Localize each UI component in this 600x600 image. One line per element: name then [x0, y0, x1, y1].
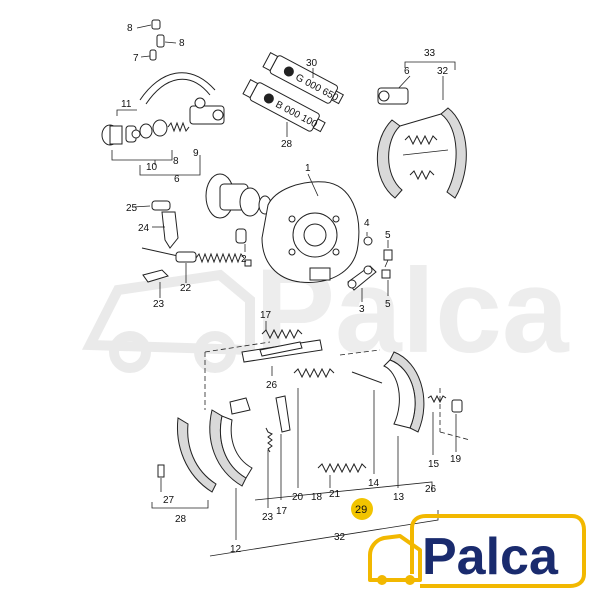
palca-logo: Palca: [368, 514, 586, 588]
highlight-marker: [351, 498, 373, 520]
highlight-label: 29: [355, 504, 367, 516]
callout-3: 3: [359, 304, 365, 315]
callout-23: 23: [153, 299, 165, 310]
brake-shoe-assembly-kit: [376, 61, 467, 199]
callout-13: 13: [393, 492, 405, 503]
callout-26-mid: 26: [266, 380, 278, 391]
callout-17-upper: 17: [260, 310, 272, 321]
watermark-car-icon: [81, 269, 255, 373]
callout-19: 20: [292, 492, 304, 503]
callout-8: 8: [173, 156, 179, 167]
callout-11: 11: [121, 99, 132, 110]
callout-32-bottom: 32: [334, 532, 346, 543]
lower-exploded-parts: [151, 321, 471, 557]
callout-31: 30: [306, 58, 318, 69]
callout-21: 21: [329, 489, 341, 500]
logo-text: Palca: [422, 528, 559, 586]
callout-12: 12: [230, 544, 242, 555]
handbrake-cable-group: [132, 200, 252, 298]
callout-5-upper: 5: [385, 230, 391, 241]
grease-tubes: G 000 650 B 000 100: [242, 52, 344, 137]
callout-labels: 8 8 7 11 10 8 9 6 30 28 33 6 32 1 25 24 …: [121, 23, 462, 555]
callout-5-lower: 5: [385, 299, 391, 310]
callout-33: 33: [424, 48, 436, 59]
highlighted-callout-29[interactable]: 29: [351, 498, 373, 520]
callout-28: 28: [175, 514, 187, 525]
callout-27: 27: [163, 495, 175, 506]
callout-26-bottom: 26: [425, 484, 437, 495]
callout-16: 17: [276, 506, 288, 517]
callout-2: 2: [241, 254, 247, 265]
callout-30: 28: [281, 139, 293, 150]
callout-6-right: 6: [404, 66, 410, 77]
callout-20: 23: [262, 512, 274, 523]
callout-24: 24: [138, 223, 150, 234]
callout-22: 22: [180, 283, 192, 294]
callout-14: 14: [368, 478, 380, 489]
callout-9-top: 8: [127, 23, 133, 34]
callout-25: 25: [126, 203, 138, 214]
callout-10: 10: [146, 162, 158, 173]
wheel-cylinder-group: [101, 19, 225, 176]
callout-32-top: 32: [437, 66, 449, 77]
callout-9: 9: [193, 148, 199, 159]
callout-8-top: 8: [179, 38, 185, 49]
callout-1: 1: [305, 163, 311, 174]
hub-and-backing-plate: [205, 173, 393, 302]
callout-4: 4: [364, 218, 370, 229]
callout-7: 7: [133, 53, 139, 64]
callout-6-left: 6: [174, 174, 180, 185]
callout-17-lower: 18: [311, 492, 323, 503]
callout-18: 19: [450, 454, 462, 465]
callout-15: 15: [428, 459, 440, 470]
